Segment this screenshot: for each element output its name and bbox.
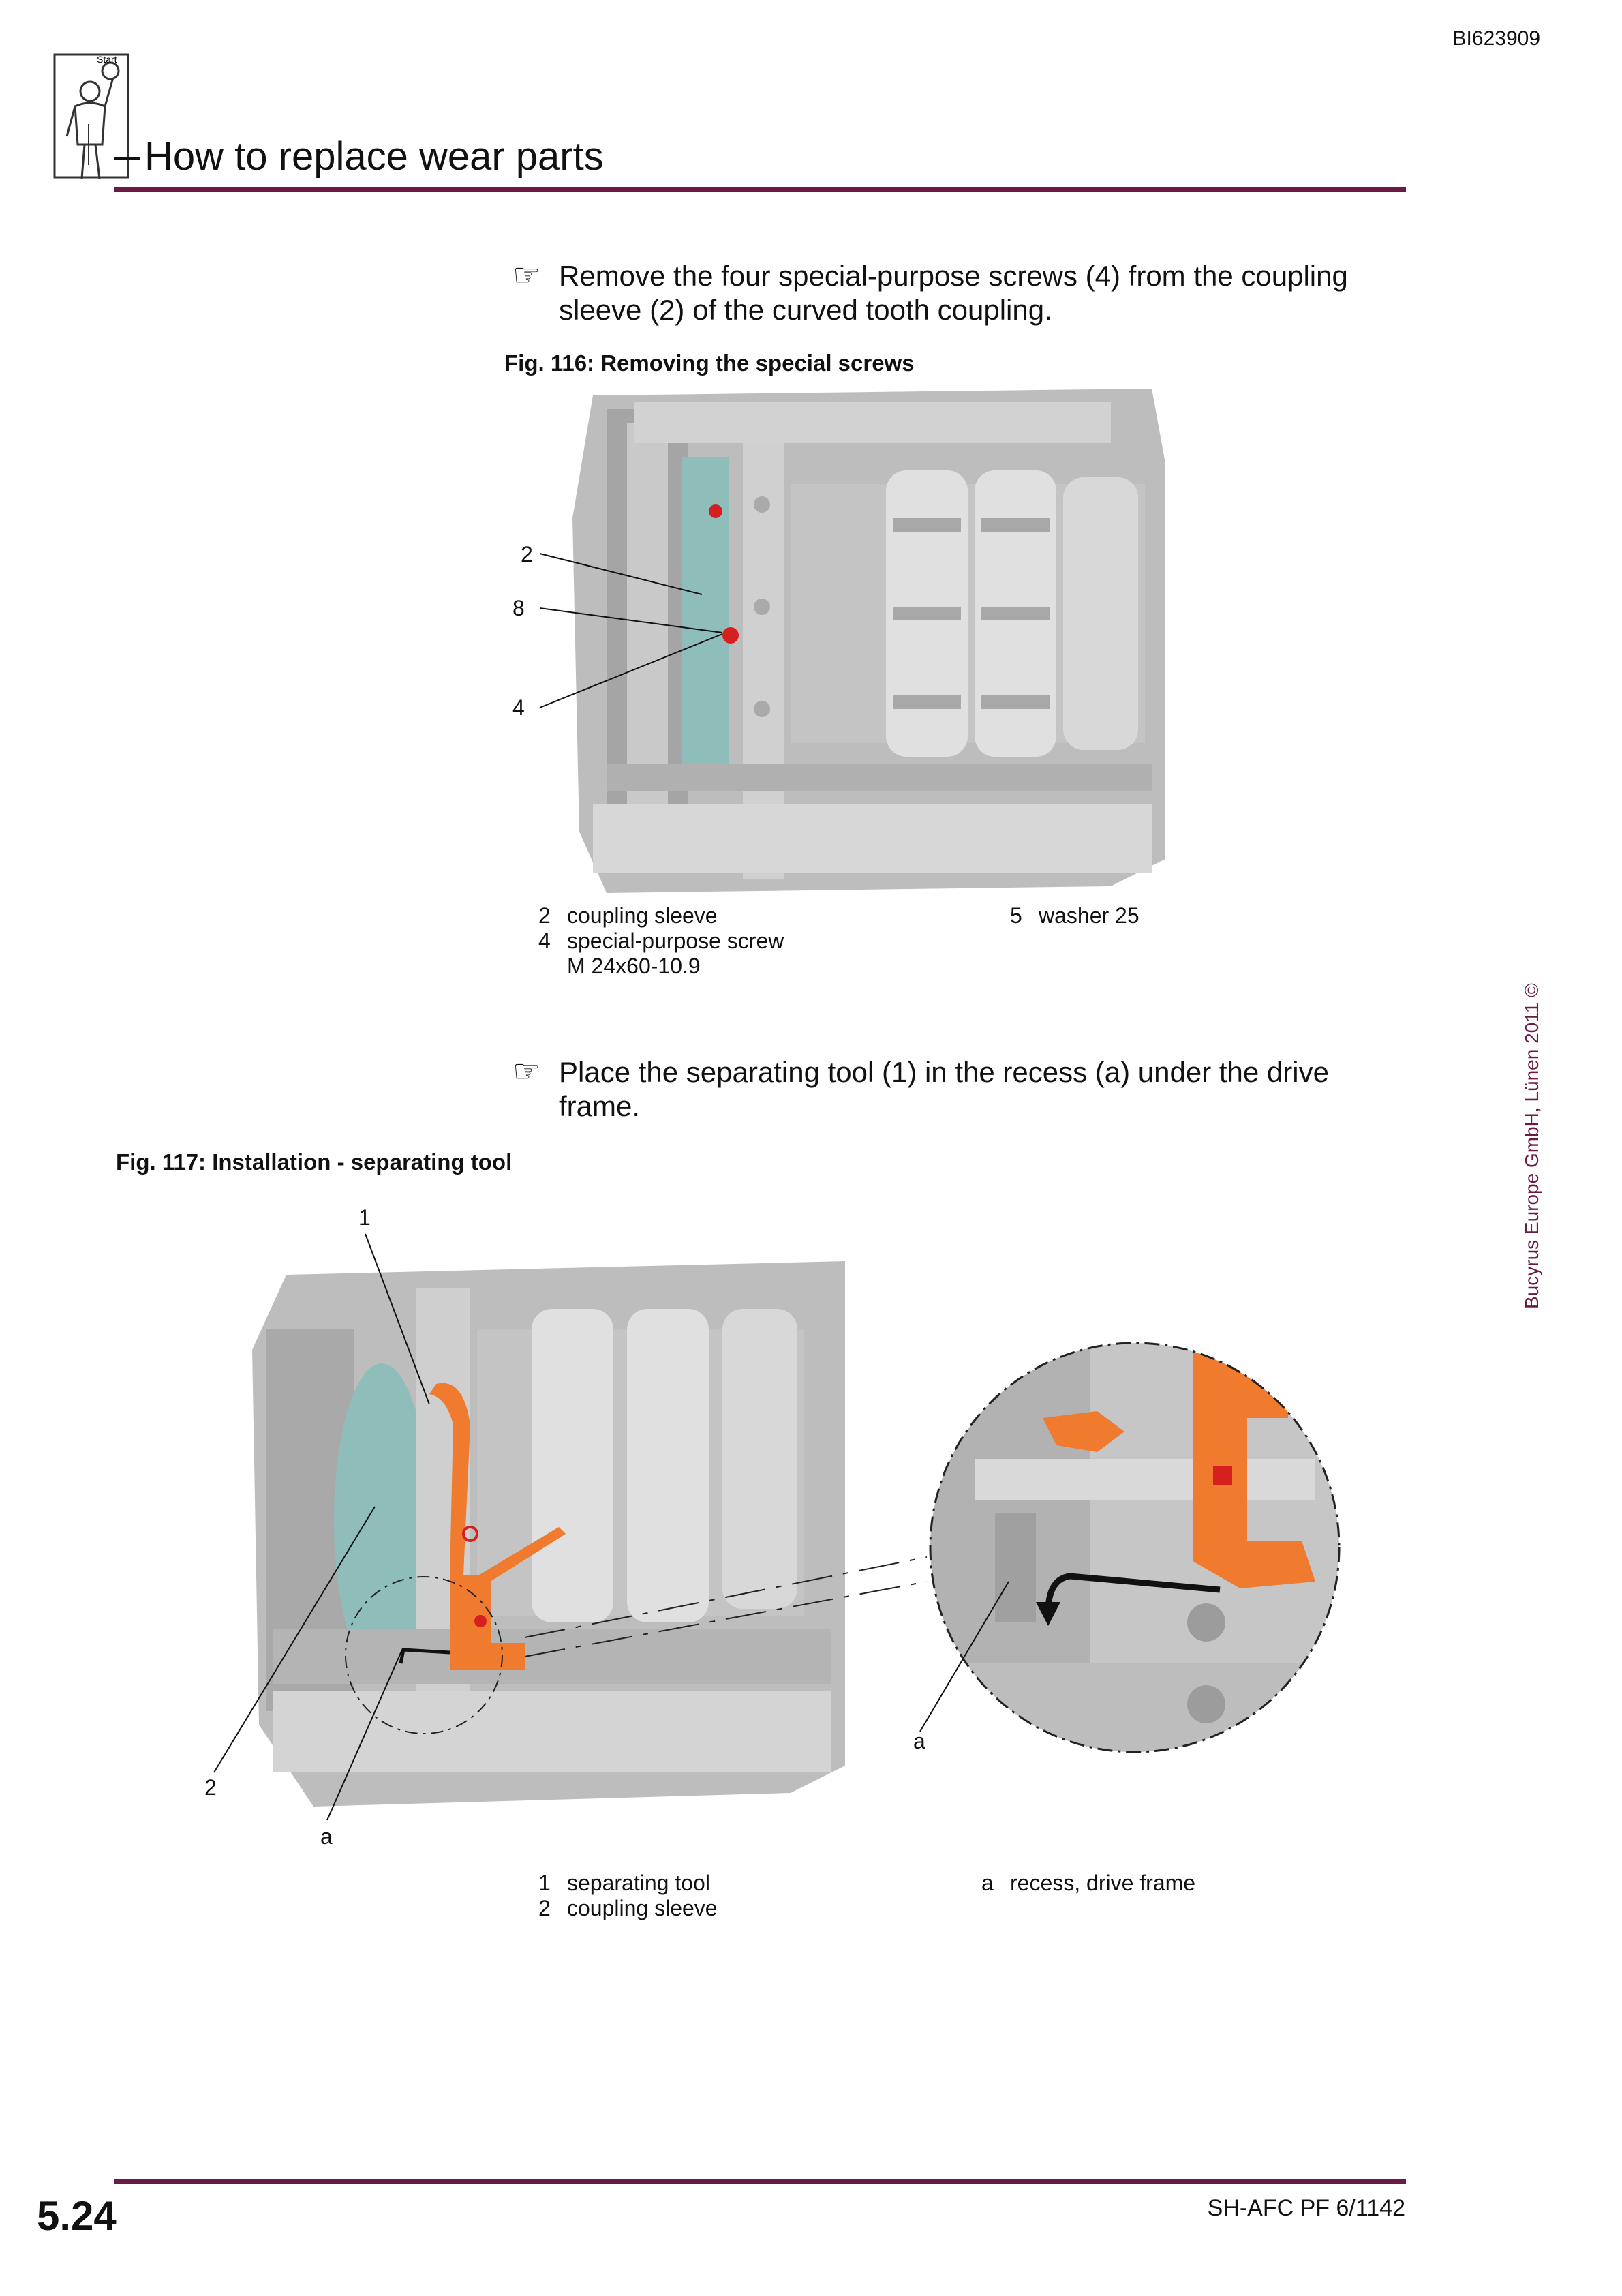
screw-red-mid	[722, 627, 739, 644]
figure-116-image	[572, 389, 1165, 893]
fig117-leader-lines	[213, 1233, 1009, 1821]
header-rule	[114, 187, 1406, 192]
document-id: BI623909	[1452, 27, 1540, 50]
copyright-notice: Bucyrus Europe GmbH, Lünen 2011 ©	[1521, 983, 1542, 1309]
figure-117-detail-image	[929, 1342, 1341, 1753]
separating-tool-body	[450, 1575, 491, 1650]
copyright-icon: ©	[1521, 983, 1542, 997]
title-dash	[114, 157, 140, 160]
coupling-sleeve-shape	[334, 1363, 429, 1677]
instruction-text: Place the separating tool (1) in the rec…	[559, 1056, 1329, 1122]
callout-8: 8	[512, 596, 525, 620]
callout-a-detail: a	[913, 1729, 925, 1753]
figure-117-image	[252, 1261, 845, 1807]
detail-circle	[345, 1576, 503, 1734]
pointing-hand-icon: ☞	[512, 257, 541, 292]
start-icon-label: Start	[97, 54, 117, 65]
callout-4: 4	[512, 695, 525, 720]
page-title: How to replace wear parts	[144, 134, 604, 179]
pointing-hand-icon: ☞	[512, 1053, 541, 1089]
legend-item-continuation: M 24x60-10.9	[567, 954, 701, 978]
callout-1: 1	[358, 1205, 371, 1230]
instruction-step-1: ☞ Remove the four special-purpose screws…	[512, 258, 1411, 327]
footer-rule	[114, 2179, 1406, 2184]
screw-red-top	[709, 504, 722, 518]
detail-connector-lines	[524, 1556, 928, 1657]
figure-117-title: Fig. 117: Installation - separating tool	[116, 1149, 512, 1175]
callout-2: 2	[521, 542, 533, 567]
document-code: SH-AFC PF 6/1142	[1207, 2195, 1405, 2221]
callout-2: 2	[204, 1775, 217, 1800]
figure-116-title: Fig. 116: Removing the special screws	[504, 350, 915, 376]
instruction-step-2: ☞ Place the separating tool (1) in the r…	[512, 1054, 1411, 1123]
start-icon: Start	[48, 49, 136, 189]
callout-a: a	[320, 1824, 333, 1849]
separating-tool-arm	[429, 1383, 470, 1575]
fig116-leader-lines	[539, 553, 723, 708]
page-number: 5.24	[37, 2193, 117, 2239]
instruction-text: Remove the four special-purpose screws (…	[559, 260, 1348, 326]
